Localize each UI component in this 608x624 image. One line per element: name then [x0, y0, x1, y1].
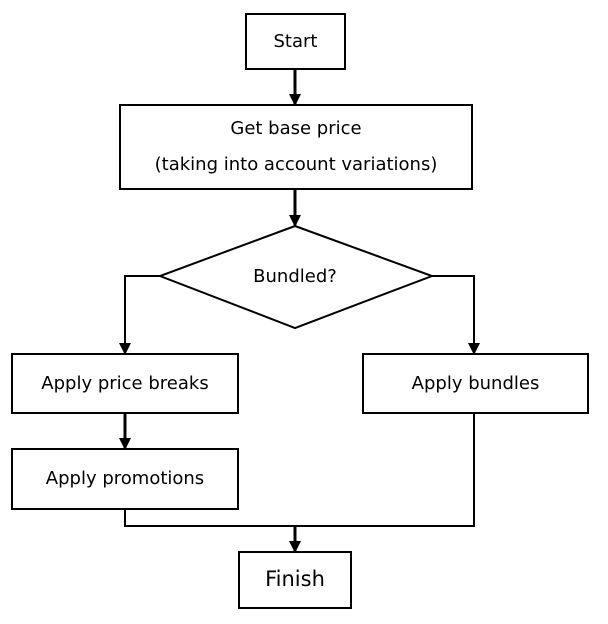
connector-decision-to-price-breaks — [119, 275, 160, 355]
get-base-price-label: Get base price — [230, 118, 362, 140]
connector-promotions-to-join — [124, 510, 295, 527]
apply-price-breaks-box: Apply price breaks — [11, 353, 239, 414]
decision-label-wrap: Bundled? — [200, 262, 390, 290]
apply-promotions-box: Apply promotions — [11, 448, 239, 510]
apply-promotions-label: Apply promotions — [45, 468, 205, 490]
apply-price-breaks-label: Apply price breaks — [41, 372, 209, 394]
finish-label: Finish — [265, 567, 325, 592]
connector-decision-to-bundles — [432, 275, 480, 355]
apply-bundles-label: Apply bundles — [411, 372, 540, 394]
apply-bundles-box: Apply bundles — [362, 353, 589, 414]
get-base-price-box: Get base price (taking into account vari… — [119, 104, 473, 190]
connector-bundles-to-join — [295, 414, 475, 527]
start-box: Start — [245, 13, 346, 70]
get-base-price-sublabel: (taking into account variations) — [154, 154, 438, 175]
finish-box: Finish — [238, 551, 352, 609]
decision-diamond — [157, 224, 435, 330]
decision-label: Bundled? — [253, 265, 337, 287]
start-label: Start — [273, 30, 318, 52]
